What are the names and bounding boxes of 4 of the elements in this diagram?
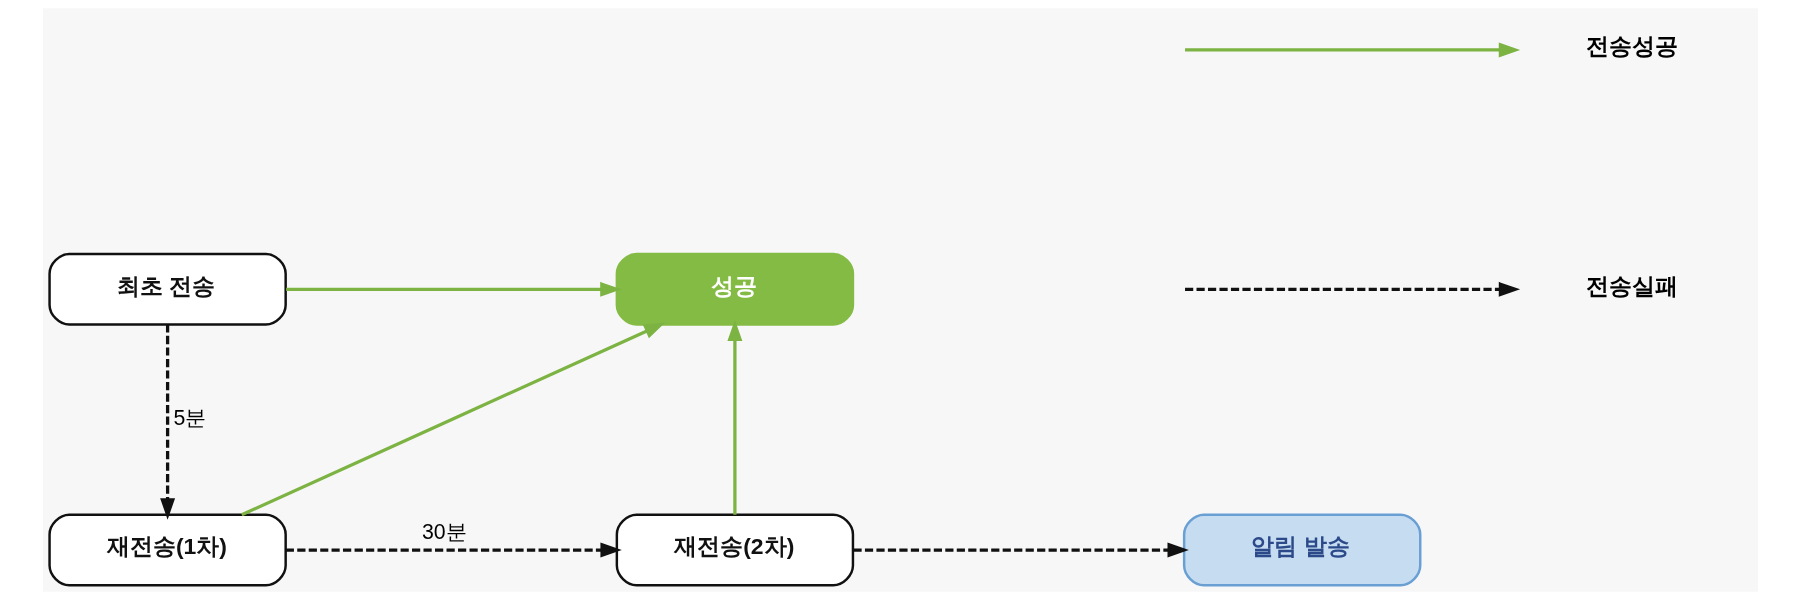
edge-label: 5분 <box>173 406 206 431</box>
edge-label: 30분 <box>421 520 467 545</box>
legend-label: 전송성공 <box>1585 33 1678 60</box>
legend-label: 전송실패 <box>1585 272 1678 299</box>
